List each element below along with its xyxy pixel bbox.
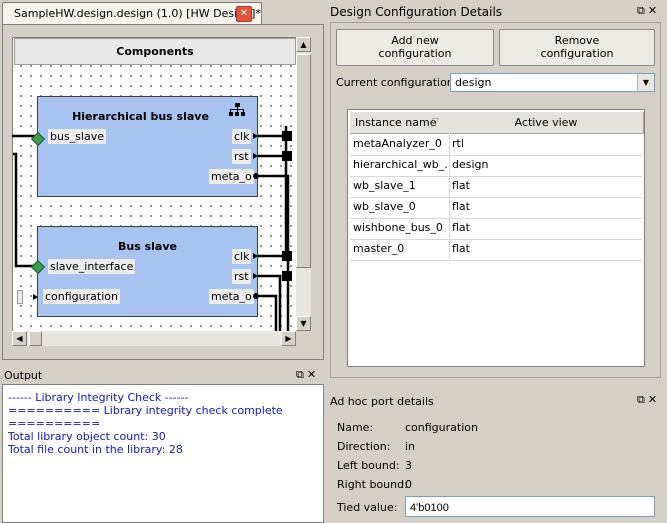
active-view-cell[interactable]: design — [452, 158, 489, 171]
column-divider — [449, 133, 450, 259]
float-close-dock-icons[interactable]: ⧉✕ — [637, 4, 661, 17]
output-line: Total library object count: 30 — [8, 430, 166, 443]
active-view-cell[interactable]: flat — [452, 200, 470, 213]
port-direction-icon — [253, 133, 258, 139]
port-direction-icon — [253, 253, 258, 259]
instance-name-cell[interactable]: wb_slave_0 — [353, 200, 416, 213]
direction-label: Direction: — [337, 440, 391, 453]
block-title: Hierarchical bus slave — [72, 110, 209, 123]
add-configuration-button[interactable]: Add new configuration — [336, 29, 494, 66]
direction-value: in — [405, 440, 416, 453]
output-line: ========== — [8, 417, 101, 430]
adhoc-tie-off-icon[interactable] — [17, 290, 23, 304]
port-configuration[interactable]: configuration — [43, 289, 120, 304]
instance-view-table[interactable]: Instance name ▽ Active view metaAnalyzer… — [347, 109, 645, 367]
config-panel-frame — [330, 22, 661, 378]
tied-value-label: Tied value: — [337, 501, 398, 514]
table-row[interactable]: hierarchical_wb_... design — [350, 155, 642, 177]
tied-value-input[interactable] — [405, 496, 655, 517]
table-row[interactable]: wishbone_bus_0 flat — [350, 218, 642, 240]
name-label: Name: — [337, 421, 374, 434]
float-close-dock-icons[interactable]: ⧉✕ — [637, 393, 661, 406]
output-log[interactable]: ------ Library Integrity Check ------ ==… — [2, 384, 324, 523]
port-meta-o[interactable]: meta_o — [209, 169, 254, 184]
hierarchy-icon — [229, 103, 245, 116]
scroll-right-button[interactable]: ▶ — [281, 331, 296, 346]
instance-name-cell[interactable]: wb_slave_1 — [353, 179, 416, 192]
sort-indicator-icon: ▽ — [432, 117, 439, 127]
right-bound-value: 0 — [405, 478, 412, 491]
adhoc-panel-title: Ad hoc port details — [330, 395, 434, 408]
column-header-instance[interactable]: Instance name ▽ — [350, 112, 450, 134]
port-rst[interactable]: rst — [232, 269, 251, 284]
close-tab-icon[interactable]: ✕ — [236, 6, 252, 22]
active-view-cell[interactable]: flat — [452, 221, 470, 234]
block-title: Bus slave — [118, 240, 177, 253]
output-line: ========== Library integrity check compl… — [8, 404, 283, 417]
output-line: ------ Library Integrity Check ------ — [8, 391, 189, 404]
active-view-cell[interactable]: flat — [452, 242, 470, 255]
current-configuration-label: Current configuration: — [336, 76, 458, 89]
output-panel-title: Output — [4, 369, 43, 382]
left-bound-value: 3 — [405, 459, 412, 472]
port-slave-interface[interactable]: slave_interface — [48, 259, 136, 274]
active-view-cell[interactable]: rtl — [452, 137, 464, 150]
top-port-rst[interactable] — [282, 151, 292, 161]
top-port-rst[interactable] — [282, 271, 292, 281]
port-meta-o[interactable]: meta_o — [209, 289, 254, 304]
left-bound-label: Left bound: — [337, 459, 400, 472]
components-column-header[interactable]: Components — [14, 38, 296, 65]
column-header-active-view[interactable]: Active view — [449, 112, 644, 134]
design-tab-title: SampleHW.design.design (1.0) [HW Design]… — [14, 7, 261, 20]
table-row[interactable]: master_0 flat — [350, 239, 642, 261]
remove-configuration-button[interactable]: Remove configuration — [499, 29, 655, 66]
table-row[interactable]: wb_slave_0 flat — [350, 197, 642, 219]
horizontal-scrollbar[interactable] — [12, 331, 296, 346]
output-line: Total file count in the library: 28 — [8, 443, 183, 456]
instance-name-cell[interactable]: wishbone_bus_0 — [353, 221, 443, 234]
float-close-dock-icons[interactable]: ⧉✕ — [296, 368, 320, 381]
top-port-clk[interactable] — [282, 131, 292, 141]
port-bus-slave[interactable]: bus_slave — [48, 129, 106, 144]
current-configuration-value: design — [455, 76, 492, 89]
right-bound-label: Right bound: — [337, 478, 408, 491]
port-direction-icon — [253, 273, 258, 279]
chevron-down-icon[interactable]: ▼ — [637, 74, 654, 91]
active-view-cell[interactable]: flat — [452, 179, 470, 192]
instance-name-cell[interactable]: hierarchical_wb_... — [353, 158, 447, 171]
port-direction-icon — [33, 294, 38, 300]
name-value: configuration — [405, 421, 478, 434]
horizontal-scroll-thumb[interactable] — [29, 331, 42, 346]
instance-name-cell[interactable]: master_0 — [353, 242, 405, 255]
top-port-clk[interactable] — [282, 251, 292, 261]
port-direction-icon — [253, 153, 258, 159]
port-clk[interactable]: clk — [232, 129, 252, 144]
port-direction-icon — [253, 293, 259, 299]
port-direction-icon — [253, 173, 259, 179]
current-configuration-select[interactable]: design ▼ — [450, 73, 655, 92]
scroll-left-button[interactable]: ◀ — [12, 331, 27, 346]
port-rst[interactable]: rst — [232, 149, 251, 164]
design-tab[interactable]: SampleHW.design.design (1.0) [HW Design]… — [2, 2, 262, 24]
vertical-scroll-thumb[interactable] — [296, 54, 311, 268]
port-clk[interactable]: clk — [232, 249, 252, 264]
table-row[interactable]: metaAnalyzer_0 rtl — [350, 134, 642, 156]
config-panel-title: Design Configuration Details — [330, 5, 503, 19]
scroll-down-button[interactable]: ▼ — [296, 316, 311, 331]
scroll-up-button[interactable]: ▲ — [296, 37, 311, 52]
table-row[interactable]: wb_slave_1 flat — [350, 176, 642, 198]
instance-name-cell[interactable]: metaAnalyzer_0 — [353, 137, 442, 150]
